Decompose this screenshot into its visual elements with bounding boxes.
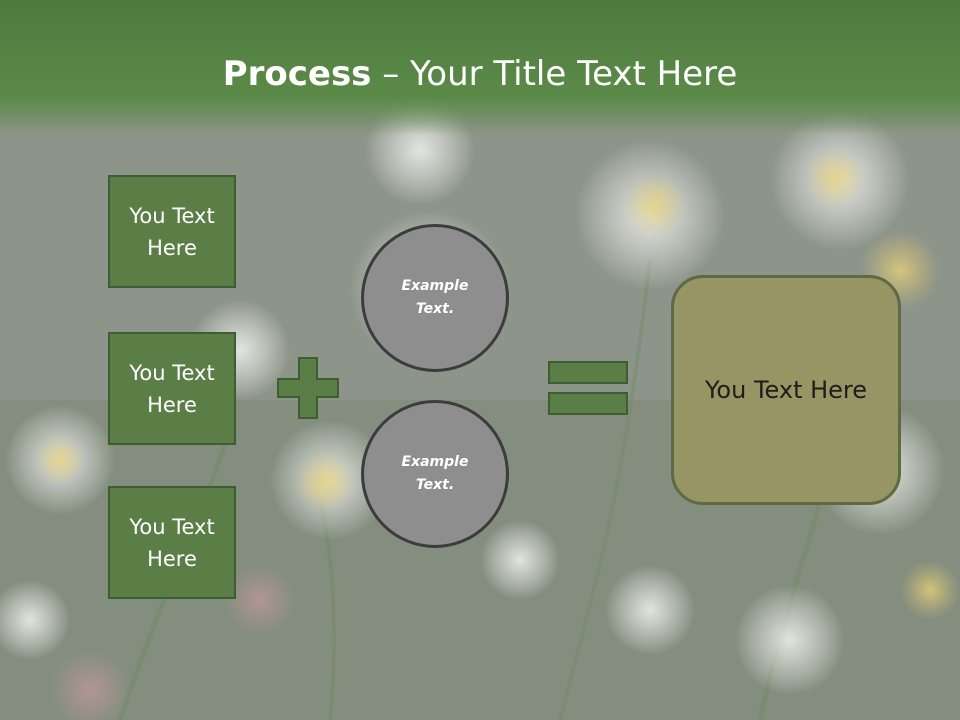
equals-icon: [548, 361, 628, 415]
title-bold: Process: [222, 54, 372, 94]
plus-icon: [277, 357, 339, 419]
title-rest: – Your Title Text Here: [371, 54, 738, 94]
input-box-3[interactable]: You Text Here: [108, 486, 236, 599]
example-circle-2[interactable]: Example Text.: [361, 400, 509, 548]
result-box[interactable]: You Text Here: [671, 275, 901, 505]
slide-title: Process – Your Title Text Here: [0, 52, 960, 96]
input-box-2[interactable]: You Text Here: [108, 332, 236, 445]
example-circle-1[interactable]: Example Text.: [361, 224, 509, 372]
input-box-1[interactable]: You Text Here: [108, 175, 236, 288]
title-bar: [0, 0, 960, 135]
